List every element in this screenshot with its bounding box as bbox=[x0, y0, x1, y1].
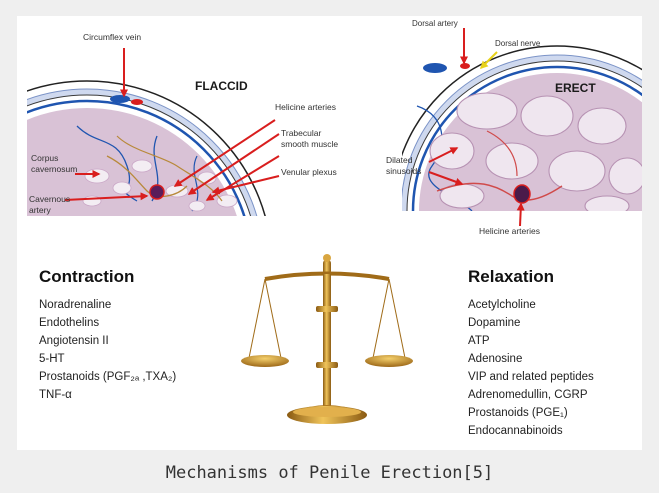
balance-scale-icon bbox=[241, 254, 413, 424]
contraction-item: 5-HT bbox=[39, 353, 65, 365]
label-dorsal-nerve: Dorsal nerve bbox=[495, 39, 541, 48]
label-helicine-arteries-flaccid: Helicine arteries bbox=[275, 102, 336, 112]
relaxation-panel: Relaxation Acetylcholine Dopamine ATP Ad… bbox=[468, 267, 594, 437]
label-cavernous-line1: Cavernous bbox=[29, 194, 70, 204]
contraction-item: Noradrenaline bbox=[39, 299, 111, 311]
label-dilated-line2: sinusoids bbox=[386, 166, 421, 176]
contraction-panel: Contraction Noradrenaline Endothelins An… bbox=[39, 267, 176, 401]
erect-title: ERECT bbox=[555, 81, 596, 95]
label-helicine-arteries-erect: Helicine arteries bbox=[479, 226, 540, 236]
contraction-heading: Contraction bbox=[39, 267, 134, 286]
relaxation-item: Endocannabinoids bbox=[468, 425, 563, 437]
relaxation-item: Acetylcholine bbox=[468, 299, 536, 311]
label-circumflex-vein: Circumflex vein bbox=[83, 32, 141, 42]
figure-caption: Mechanisms of Penile Erection[5] bbox=[0, 452, 659, 493]
contraction-item: Angiotensin II bbox=[39, 335, 109, 347]
relaxation-item: Dopamine bbox=[468, 317, 520, 329]
relaxation-item: Adrenomedullin, CGRP bbox=[468, 389, 588, 401]
contraction-item: Endothelins bbox=[39, 317, 99, 329]
relaxation-item: ATP bbox=[468, 335, 490, 347]
figure-frame: FLACCID Circumflex vein Helicine arterie… bbox=[17, 16, 642, 450]
label-cavernous-line2: artery bbox=[29, 205, 51, 215]
contraction-item: TNF-α bbox=[39, 389, 72, 401]
label-corpus-line1: Corpus bbox=[31, 153, 58, 163]
relaxation-item: Prostanoids (PGE₁) bbox=[468, 407, 568, 419]
label-dorsal-artery: Dorsal artery bbox=[412, 19, 458, 28]
label-trabecular-line2: smooth muscle bbox=[281, 139, 338, 149]
label-venular-plexus: Venular plexus bbox=[281, 167, 337, 177]
label-trabecular-line1: Trabecular bbox=[281, 128, 321, 138]
relaxation-item: Adenosine bbox=[468, 353, 522, 365]
relaxation-heading: Relaxation bbox=[468, 267, 554, 286]
flaccid-cross-section: FLACCID Circumflex vein Helicine arterie… bbox=[17, 32, 338, 450]
label-dilated-line1: Dilated bbox=[386, 155, 413, 165]
label-corpus-line2: cavernosum bbox=[31, 164, 77, 174]
contraction-item: Prostanoids (PGF₂ₐ ,TXA₂) bbox=[39, 371, 176, 383]
penile-erection-diagram: FLACCID Circumflex vein Helicine arterie… bbox=[17, 16, 642, 450]
flaccid-title: FLACCID bbox=[195, 79, 248, 93]
relaxation-item: VIP and related peptides bbox=[468, 371, 594, 383]
